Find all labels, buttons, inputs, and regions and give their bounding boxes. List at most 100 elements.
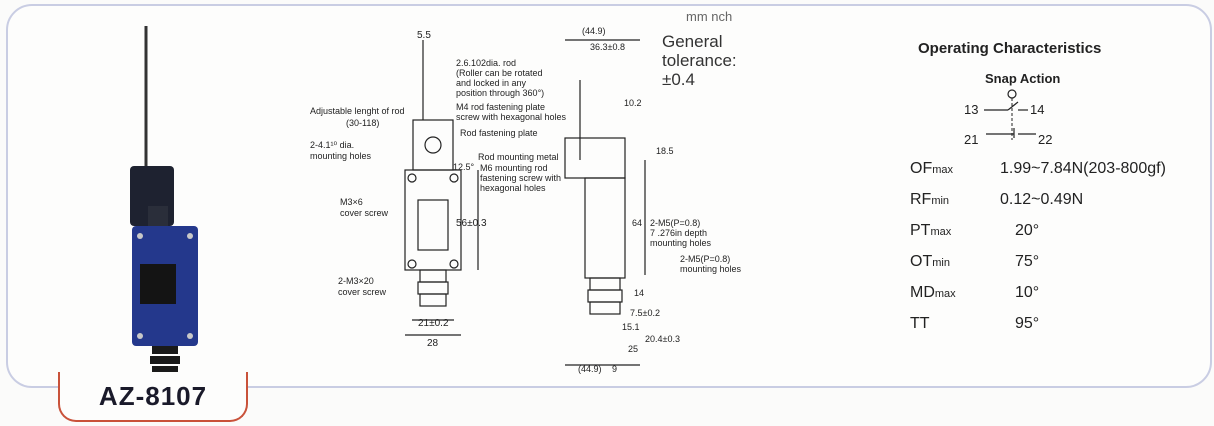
rod-dia-note: 2.6.102dia. rod — [456, 58, 516, 68]
m3x20-note: 2-M3×20 — [338, 276, 374, 286]
cover-screw-note-2: cover screw — [338, 287, 387, 297]
front-roller — [424, 136, 442, 154]
dim-12-5: 12.5° — [453, 162, 475, 172]
spec-value: 0.12~0.49N — [1000, 191, 1084, 208]
actuator-circle — [1007, 89, 1017, 99]
spec-value: 75° — [1015, 253, 1040, 270]
dim-15-1: 15.1 — [622, 322, 640, 332]
tolerance-line-2: tolerance: — [662, 51, 737, 70]
m4-plate-note: M4 rod fastening plate — [456, 102, 545, 112]
m3x6-note: M3×6 — [340, 197, 363, 207]
cover-screw-note: cover screw — [340, 208, 389, 218]
front-gland-3 — [419, 293, 447, 307]
front-window — [417, 199, 449, 251]
front-hole-2 — [449, 173, 459, 183]
fig-note: 9 — [612, 364, 617, 374]
dim-7-5: 7.5±0.2 — [630, 308, 660, 318]
dim-56: 56±0.3 — [456, 218, 487, 229]
front-body — [404, 169, 462, 271]
gland-3 — [152, 366, 178, 374]
gland-1 — [152, 346, 178, 354]
m5-note-1: 2-M5(P=0.8) — [650, 218, 700, 228]
product-photo — [130, 26, 198, 374]
roller-note-3: position through 360°) — [456, 88, 544, 98]
adj-rod-note: Adjustable lenght of rod — [310, 106, 405, 116]
spec-label: TT — [910, 315, 930, 333]
terminal-22: 22 — [1038, 132, 1052, 147]
spec-value: 1.99~7.84N(203-800gf) — [1000, 160, 1166, 177]
side-gland-2 — [587, 289, 623, 303]
front-head — [412, 119, 454, 171]
dim-64: 64 — [632, 218, 642, 228]
spec-label-sub: min — [932, 257, 950, 269]
m5-note-2: 7 .276in depth — [650, 228, 707, 238]
rod-mount-note: Rod mounting metal — [478, 152, 559, 162]
dim-44-9-bottom: (44.9) — [578, 364, 602, 374]
screw-1 — [137, 233, 143, 239]
side-body — [584, 177, 626, 279]
dim-28: 28 — [427, 338, 439, 349]
tolerance-line-1: General — [662, 32, 723, 51]
spec-label: OFmax — [910, 160, 953, 178]
units-label: mm nch — [686, 9, 733, 24]
roller-note-1: (Roller can be rotated — [456, 68, 543, 78]
spec-label-sub: max — [930, 226, 952, 238]
dim-44-9-top: (44.9) — [582, 26, 606, 36]
mount-holes-note-2: mounting holes — [310, 151, 372, 161]
contact-no-blade — [1007, 101, 1019, 111]
product-panel — [6, 4, 1212, 388]
roller-note-2: and locked in any — [456, 78, 527, 88]
dim-5-5: 5.5 — [417, 30, 431, 41]
adj-range-note: (30-118) — [346, 118, 379, 128]
front-hole-3 — [407, 259, 417, 269]
spec-label-main: TT — [910, 315, 930, 332]
model-label: AZ-8107 — [98, 380, 208, 411]
spec-label-main: OF — [910, 160, 933, 177]
rod-plate-note: Rod fastening plate — [460, 128, 538, 138]
spec-label-sub: min — [931, 195, 950, 207]
spec-value: 20° — [1015, 222, 1040, 239]
dimension-drawing: 5.5 2.6.102dia. rod (Roller can be rotat… — [310, 26, 742, 374]
side-gland-1 — [589, 277, 621, 291]
spec-label-main: PT — [910, 222, 931, 239]
dim-10-2: 10.2 — [624, 98, 642, 108]
dim-20-4: 20.4±0.3 — [645, 334, 680, 344]
front-hole-1 — [407, 173, 417, 183]
spec-label: PTmax — [910, 222, 951, 240]
m4-screw-note: screw with hexagonal holes — [456, 112, 567, 122]
dim-25: 25 — [628, 344, 638, 354]
terminal-21: 21 — [964, 132, 978, 147]
screw-2 — [187, 233, 193, 239]
dim-14: 14 — [634, 288, 644, 298]
m6-note-1: M6 mounting rod — [480, 163, 548, 173]
dim-21: 21±0.2 — [418, 318, 449, 329]
dim-18-5: 18.5 — [656, 146, 674, 156]
dim-36-3: 36.3±0.8 — [590, 42, 625, 52]
mount-holes-note: 2-4.1¹⁰ dia. — [310, 140, 354, 150]
spec-value: 10° — [1015, 284, 1040, 301]
screw-3 — [137, 333, 143, 339]
terminal-13: 13 — [964, 102, 978, 117]
front-gland-1 — [419, 269, 447, 283]
model-tab: AZ-8107 — [58, 372, 248, 422]
spec-label-main: MD — [910, 284, 935, 301]
spec-label-sub: max — [932, 164, 953, 176]
side-gland-3 — [589, 301, 621, 315]
m5b-note-2: mounting holes — [680, 264, 742, 274]
m6-note-3: hexagonal holes — [480, 183, 546, 193]
operating-title: Operating Characteristics — [918, 40, 1102, 57]
tolerance-line-3: ±0.4 — [662, 70, 695, 89]
m6-note-2: fastening screw with — [480, 173, 561, 183]
spec-label: MDmax — [910, 284, 956, 302]
spec-label-main: RF — [910, 191, 932, 208]
m5b-note-1: 2-M5(P=0.8) — [680, 254, 730, 264]
m5-note-3: mounting holes — [650, 238, 712, 248]
terminal-14: 14 — [1030, 102, 1044, 117]
side-head — [564, 137, 626, 179]
front-gland-2 — [417, 281, 449, 295]
gland-2 — [150, 356, 180, 364]
screw-4 — [187, 333, 193, 339]
spec-label: OTmin — [910, 253, 950, 271]
snap-action-symbol: 13 14 21 22 — [964, 89, 1052, 147]
spec-value: 95° — [1015, 315, 1040, 332]
